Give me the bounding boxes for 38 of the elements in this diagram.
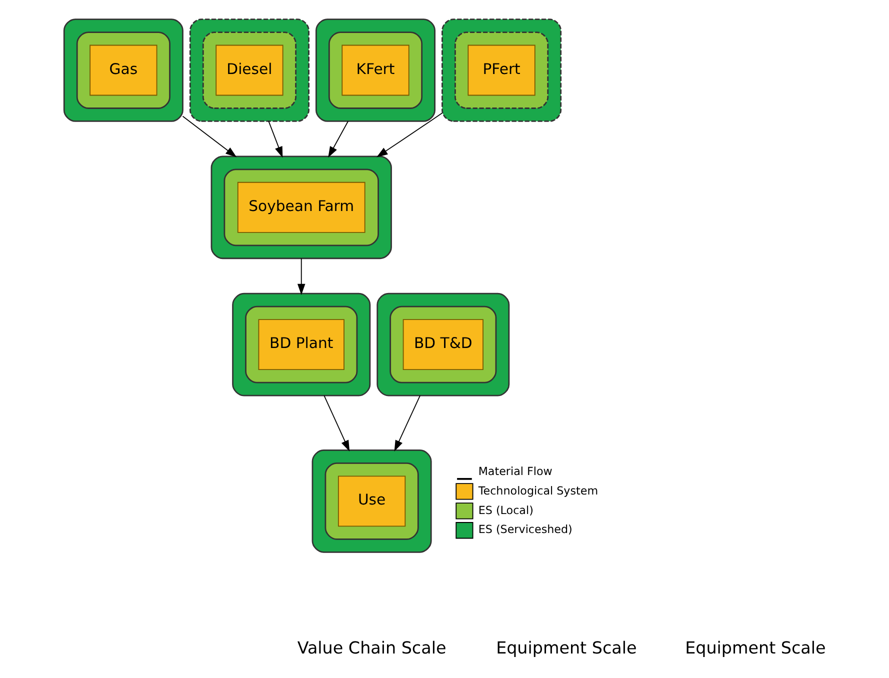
cluster <box>324 462 418 540</box>
node-box: BD Plant <box>258 319 344 370</box>
label: Equipment Scale <box>684 638 826 658</box>
cluster <box>315 18 435 122</box>
cluster <box>376 292 510 396</box>
cluster <box>202 32 296 109</box>
legend-label: ES (Local) <box>478 504 533 517</box>
legend-label: Technological System <box>478 484 598 498</box>
cluster <box>62 18 183 122</box>
cluster <box>188 18 309 122</box>
node-box: Gas <box>89 44 157 96</box>
cluster <box>328 32 422 109</box>
arrow <box>394 395 420 452</box>
node-box: PFert <box>467 44 535 96</box>
node-box: Use <box>337 476 406 527</box>
label: Equipment Scale <box>496 638 636 658</box>
cluster <box>210 156 392 260</box>
node-box: Soybean Farm <box>236 182 365 233</box>
cluster <box>454 32 548 109</box>
legend-label: ES (Serviceshed) <box>478 523 572 536</box>
legend-label: Material Flow <box>478 464 552 478</box>
label: Value Chain Scale <box>296 638 446 658</box>
node-box: KFert <box>341 44 409 96</box>
arrow <box>323 395 350 452</box>
cluster <box>311 450 432 553</box>
node-box: BD T&D <box>402 319 483 370</box>
arrow <box>268 120 282 158</box>
cluster <box>76 32 170 109</box>
cluster <box>223 168 378 246</box>
cluster <box>244 306 358 384</box>
cluster <box>389 306 496 384</box>
arrow <box>182 116 236 158</box>
node-box: Diesel <box>215 44 283 96</box>
cluster <box>232 292 370 396</box>
cluster <box>441 18 562 122</box>
arrow <box>296 258 305 295</box>
arrow <box>328 120 348 158</box>
arrow <box>376 112 442 158</box>
